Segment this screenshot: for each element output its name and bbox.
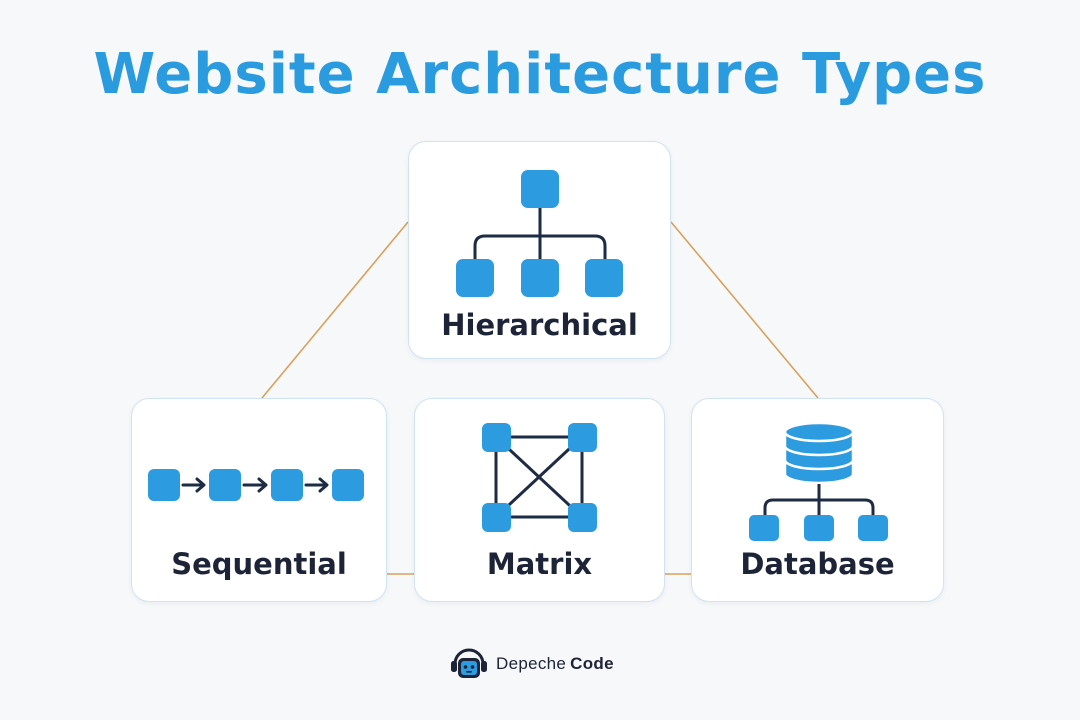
- card-label-sequential: Sequential: [171, 547, 347, 581]
- page-title: Website Architecture Types: [93, 42, 987, 107]
- connector-hier-seq: [261, 221, 409, 399]
- card-sequential: Sequential: [131, 398, 387, 602]
- brand-name-regular: Depeche: [496, 654, 567, 673]
- card-database: Database: [691, 398, 944, 602]
- connector-hier-db: [670, 221, 819, 399]
- card-label-matrix: Matrix: [486, 547, 593, 581]
- brand-name-bold: Code: [570, 654, 614, 673]
- matrix-icon: [482, 423, 597, 532]
- robot-logo-icon: [451, 648, 487, 678]
- card-label-hierarchical: Hierarchical: [441, 308, 638, 342]
- sequence-icon: [148, 469, 364, 501]
- hierarchy-icon: [456, 170, 623, 297]
- card-hierarchical: Hierarchical: [408, 141, 671, 359]
- card-matrix: Matrix: [414, 398, 665, 602]
- card-label-database: Database: [740, 547, 895, 581]
- database-icon: [749, 421, 888, 541]
